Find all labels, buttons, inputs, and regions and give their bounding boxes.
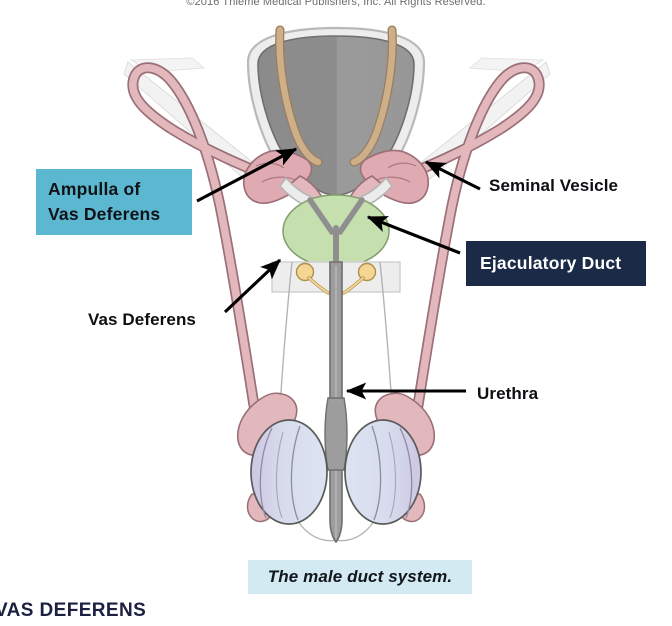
urethra xyxy=(324,261,348,544)
figure-caption: The male duct system. xyxy=(248,560,472,594)
copyright-notice: ©2016 Thieme Medical Publishers, Inc. Al… xyxy=(186,0,486,8)
section-heading-vas-deferens: VAS DEFERENS xyxy=(0,600,147,621)
label-seminal-vesicle: Seminal Vesicle xyxy=(489,176,619,195)
label-ejaculatory-duct-text: Ejaculatory Duct xyxy=(480,252,622,273)
ejaculatory-ducts xyxy=(307,197,365,269)
arrow-seminal-vesicle xyxy=(424,160,481,191)
label-ejaculatory-duct: Ejaculatory Duct xyxy=(466,241,646,286)
right-testis-group xyxy=(344,392,435,525)
label-ampulla-line-1: Ampulla of xyxy=(48,178,141,199)
label-vas-deferens: Vas Deferens xyxy=(88,310,196,329)
label-ampulla-line-2: Vas Deferens xyxy=(48,203,161,224)
arrow-vas-deferens xyxy=(223,258,282,314)
leader-arrows xyxy=(196,147,481,400)
bulbourethral-glands xyxy=(295,262,377,295)
arrow-ejaculatory-duct xyxy=(366,215,461,255)
left-testis-group xyxy=(237,392,328,525)
label-urethra: Urethra xyxy=(477,384,539,403)
label-ampulla-of-vas-deferens: Ampulla of Vas Deferens xyxy=(36,169,192,235)
ureters xyxy=(275,25,397,167)
arrow-ampulla-of-vas-deferens xyxy=(196,147,298,203)
